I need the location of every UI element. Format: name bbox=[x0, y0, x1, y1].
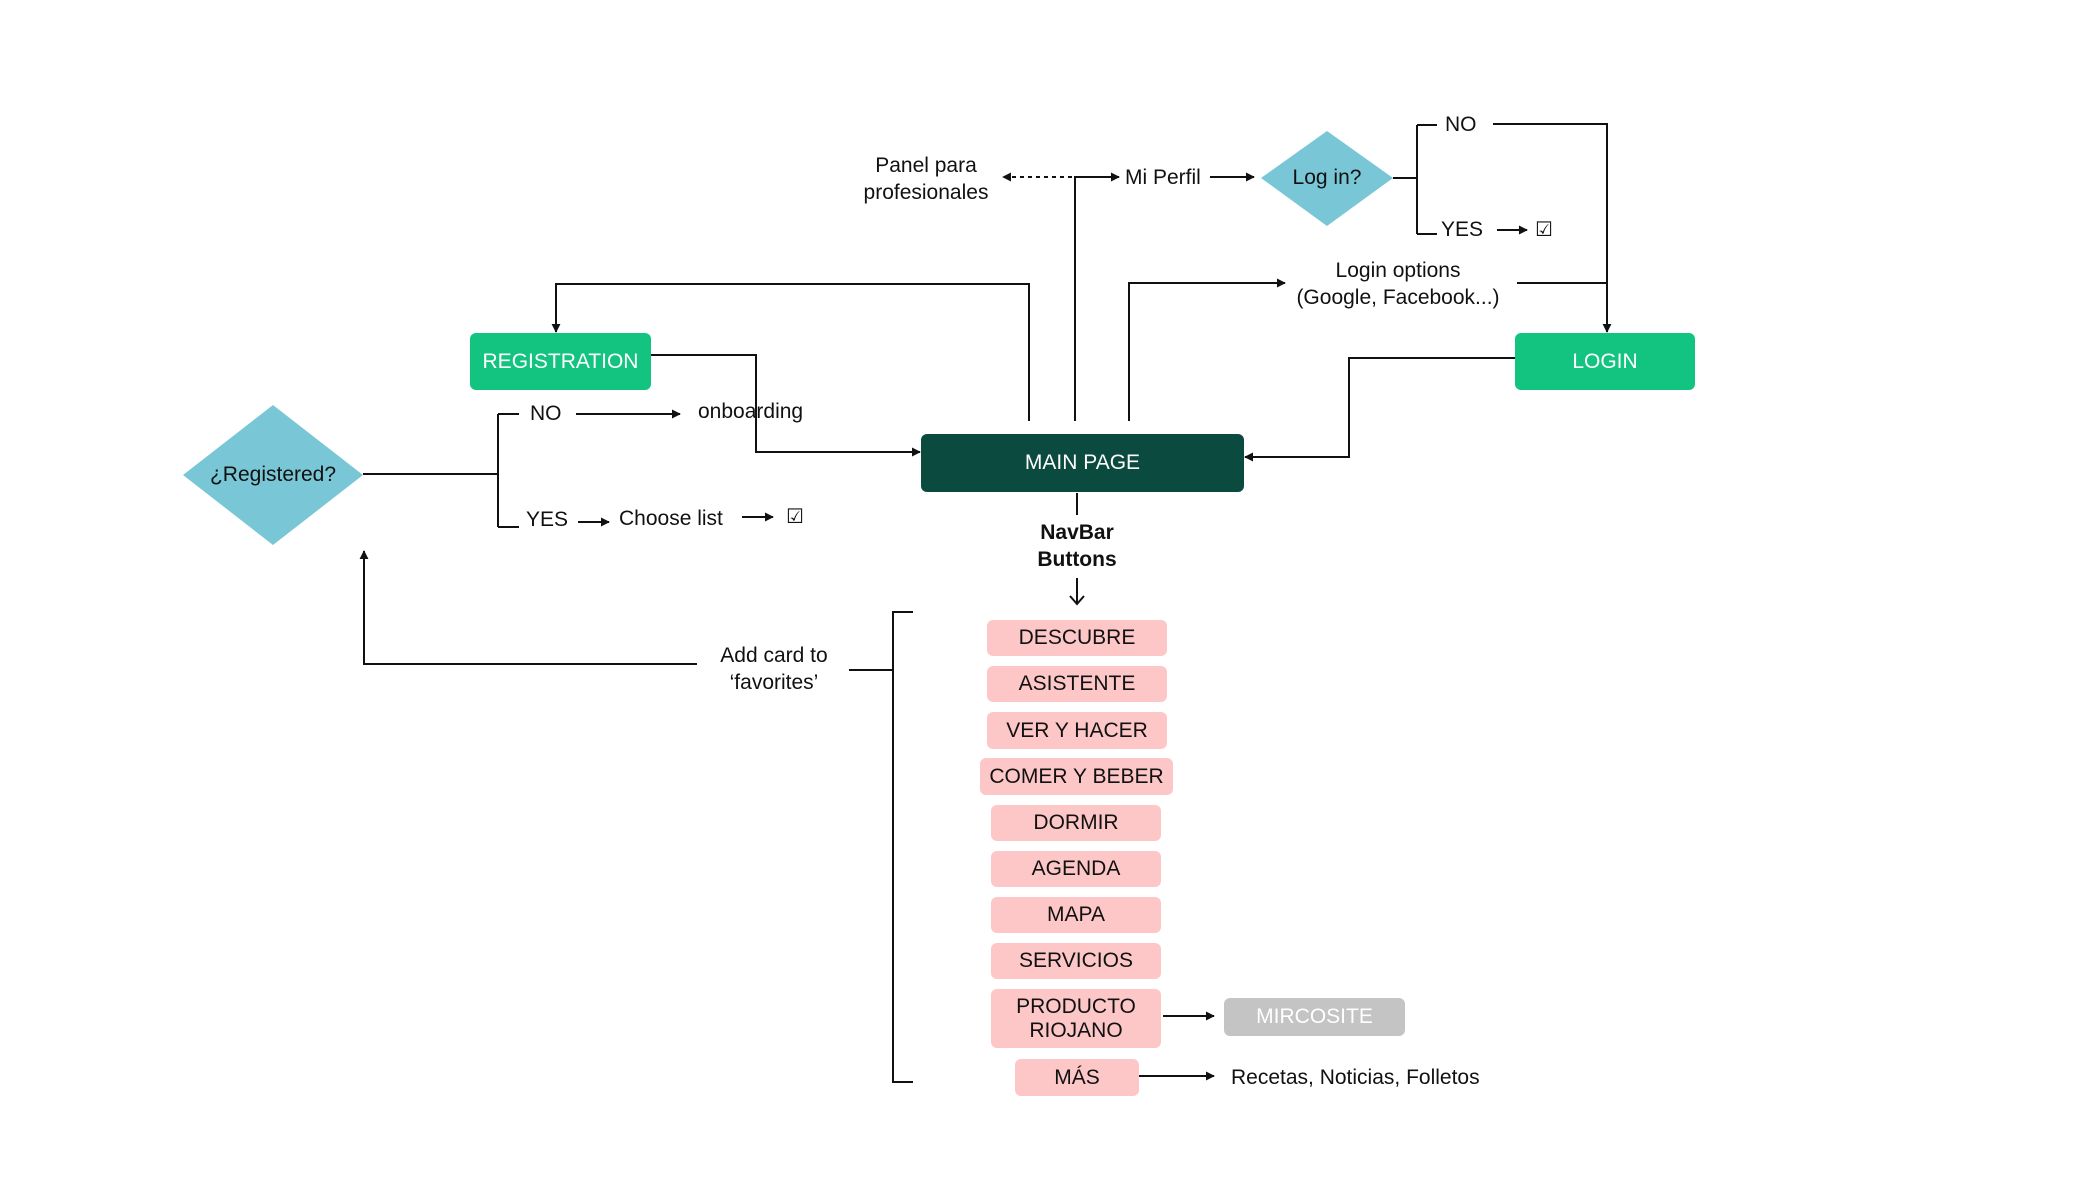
registered-yes-label: YES bbox=[526, 508, 569, 531]
nav-button-mapa[interactable]: MAPA bbox=[991, 897, 1161, 933]
add-card-line-2: ‘favorites’ bbox=[729, 671, 819, 695]
mircosite-node[interactable]: MIRCOSITE bbox=[1224, 998, 1405, 1036]
add-card-line-1: Add card to bbox=[720, 644, 828, 667]
login-question[interactable]: Log in? bbox=[1292, 166, 1362, 189]
login-node[interactable]: LOGIN bbox=[1515, 333, 1695, 390]
nav-button-asistente[interactable]: ASISTENTE bbox=[987, 666, 1167, 702]
login-options-line-1: Login options bbox=[1335, 259, 1461, 282]
registered-diamond bbox=[183, 405, 363, 545]
mi-perfil-label[interactable]: Mi Perfil bbox=[1125, 166, 1201, 189]
navbar-line-1: NavBar bbox=[1040, 521, 1114, 544]
main-page-node[interactable]: MAIN PAGE bbox=[921, 434, 1244, 492]
panel-line-1: Panel para bbox=[875, 154, 977, 177]
registered-question[interactable]: ¿Registered? bbox=[209, 463, 337, 486]
check-box-icon: ☑ bbox=[1535, 217, 1553, 241]
login-yes-label: YES bbox=[1441, 218, 1484, 241]
nav-button-producto-riojano[interactable]: PRODUCTO RIOJANO bbox=[991, 989, 1161, 1048]
registration-node[interactable]: REGISTRATION bbox=[470, 333, 651, 390]
choose-list-label[interactable]: Choose list bbox=[619, 507, 723, 530]
panel-profesionales-label[interactable]: Panel para profesionales bbox=[846, 152, 1006, 207]
nav-button-descubre[interactable]: DESCUBRE bbox=[987, 620, 1167, 656]
nav-button-ver-y-hacer[interactable]: VER Y HACER bbox=[987, 712, 1167, 749]
nav-button-servicios[interactable]: SERVICIOS bbox=[991, 943, 1161, 979]
nav-button-agenda[interactable]: AGENDA bbox=[991, 851, 1161, 887]
nav-button-dormir[interactable]: DORMIR bbox=[991, 805, 1161, 841]
navbar-buttons-label: NavBar Buttons bbox=[1017, 519, 1137, 574]
login-options-label[interactable]: Login options (Google, Facebook...) bbox=[1287, 257, 1509, 312]
mas-targets-label[interactable]: Recetas, Noticias, Folletos bbox=[1231, 1066, 1480, 1089]
nav-button-mas[interactable]: MÁS bbox=[1015, 1059, 1139, 1096]
login-options-line-2: (Google, Facebook...) bbox=[1296, 286, 1500, 310]
add-card-favorites-label[interactable]: Add card to ‘favorites’ bbox=[700, 642, 848, 697]
onboarding-label[interactable]: onboarding bbox=[698, 400, 804, 423]
login-diamond bbox=[1261, 131, 1393, 226]
registered-no-label: NO bbox=[530, 402, 562, 425]
panel-line-2: profesionales bbox=[863, 181, 989, 205]
navbar-line-2: Buttons bbox=[1037, 548, 1117, 572]
check-box-icon: ☑ bbox=[786, 504, 804, 528]
nav-button-comer-y-beber[interactable]: COMER Y BEBER bbox=[980, 758, 1173, 795]
login-no-label: NO bbox=[1445, 113, 1477, 136]
